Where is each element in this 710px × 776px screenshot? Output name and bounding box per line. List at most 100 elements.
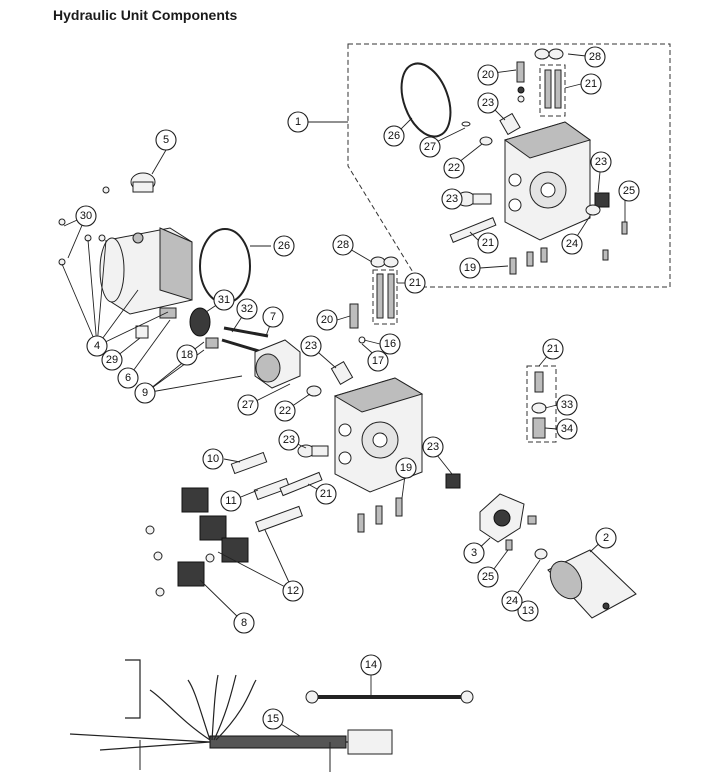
callout-number: 23	[283, 434, 295, 446]
callout-number: 19	[400, 462, 412, 474]
callout-number: 26	[388, 130, 400, 142]
callout-4: 4	[86, 335, 108, 357]
callout-number: 25	[482, 571, 494, 583]
callout-number: 34	[561, 423, 573, 435]
callout-circle	[316, 309, 338, 331]
callout-23-upper-c: 23	[441, 188, 463, 210]
callout-33: 33	[556, 394, 578, 416]
cartridge-detail	[531, 371, 547, 439]
callout-number: 23	[595, 156, 607, 168]
pump-inlet	[205, 337, 219, 349]
callout-32: 32	[236, 298, 258, 320]
callout-21-upper-left: 21	[477, 232, 499, 254]
screw-upper-right	[602, 221, 628, 261]
cartridge-group-box-mid	[372, 269, 398, 325]
callout-number: 13	[522, 605, 534, 617]
callout-25-upper: 25	[618, 180, 640, 202]
callout-number: 23	[305, 340, 317, 352]
cartridge-group-box-detail	[526, 365, 557, 443]
coil-nuts	[145, 525, 215, 597]
solenoid-cartridge-11	[253, 477, 291, 501]
callout-23-upper-a: 23	[477, 92, 499, 114]
assembly-1-outline	[347, 43, 671, 288]
callout-28-mid: 28	[332, 234, 354, 256]
callout-17: 17	[367, 350, 389, 372]
callout-number: 20	[321, 314, 333, 326]
callout-circle	[213, 289, 235, 311]
callout-circle	[155, 129, 177, 151]
callout-number: 10	[207, 453, 219, 465]
pump-coupler	[189, 307, 211, 337]
washer-mid	[306, 385, 322, 397]
fitting-mid	[330, 361, 354, 385]
callout-19-lower: 19	[395, 457, 417, 479]
callout-circle	[477, 232, 499, 254]
callout-circle	[367, 350, 389, 372]
callout-23-lower-b: 23	[422, 436, 444, 458]
callout-number: 9	[142, 387, 148, 399]
fill-cap	[130, 172, 156, 193]
callout-circle	[117, 367, 139, 389]
solenoid-coils	[177, 487, 249, 587]
callout-number: 16	[384, 338, 396, 350]
callout-number: 24	[506, 595, 518, 607]
cartridge-valve-lower-long	[279, 471, 323, 497]
callout-12: 12	[282, 580, 304, 602]
callout-circle	[618, 180, 640, 202]
callout-number: 21	[409, 277, 421, 289]
callout-number: 20	[482, 69, 494, 81]
callout-number: 3	[471, 547, 477, 559]
callout-circle	[176, 344, 198, 366]
callout-1: 1	[287, 111, 309, 133]
electric-motor	[547, 549, 637, 619]
tank-screws	[58, 186, 110, 266]
tank-pickup	[159, 307, 177, 319]
callout-8: 8	[233, 612, 255, 634]
callout-23-lower-a: 23	[278, 429, 300, 451]
cartridge-valve-upper-long	[449, 217, 497, 243]
callout-circle	[300, 335, 322, 357]
callout-circle	[463, 542, 485, 564]
callout-circle	[278, 429, 300, 451]
o-ring-seal-upper	[400, 62, 452, 138]
callout-10: 10	[202, 448, 224, 470]
reservoir-tank	[99, 227, 193, 315]
cartridge-group-box-top	[539, 64, 566, 117]
callout-number: 23	[446, 193, 458, 205]
callout-number: 5	[163, 134, 169, 146]
callout-number: 15	[267, 713, 279, 725]
callout-3: 3	[463, 542, 485, 564]
callout-7: 7	[262, 306, 284, 328]
callout-20-mid: 20	[316, 309, 338, 331]
callout-circle	[501, 590, 523, 612]
callout-number: 22	[279, 405, 291, 417]
callout-number: 17	[372, 355, 384, 367]
callout-number: 4	[94, 340, 100, 352]
battery-cable	[305, 690, 474, 704]
callout-number: 31	[218, 294, 230, 306]
callout-18: 18	[176, 344, 198, 366]
callout-26-tank: 26	[273, 235, 295, 257]
callout-23-upper-b: 23	[590, 151, 612, 173]
callout-number: 24	[566, 238, 578, 250]
callout-circle	[419, 136, 441, 158]
callout-circle	[383, 125, 405, 147]
callout-9: 9	[134, 382, 156, 404]
callout-number: 30	[80, 210, 92, 222]
callout-11: 11	[220, 490, 242, 512]
wire-harness	[69, 659, 393, 772]
callout-circle	[287, 111, 309, 133]
callout-number: 11	[225, 495, 236, 507]
callout-29: 29	[101, 349, 123, 371]
callout-circle	[237, 394, 259, 416]
callout-circle	[134, 382, 156, 404]
callout-circle	[477, 64, 499, 86]
callout-14: 14	[360, 654, 382, 676]
washer-upper	[479, 136, 493, 146]
callout-circle	[477, 92, 499, 114]
pump-bolts	[221, 326, 269, 354]
callout-circle	[273, 235, 295, 257]
callout-number: 29	[106, 354, 118, 366]
callout-number: 2	[603, 532, 609, 544]
callout-number: 21	[547, 343, 559, 355]
